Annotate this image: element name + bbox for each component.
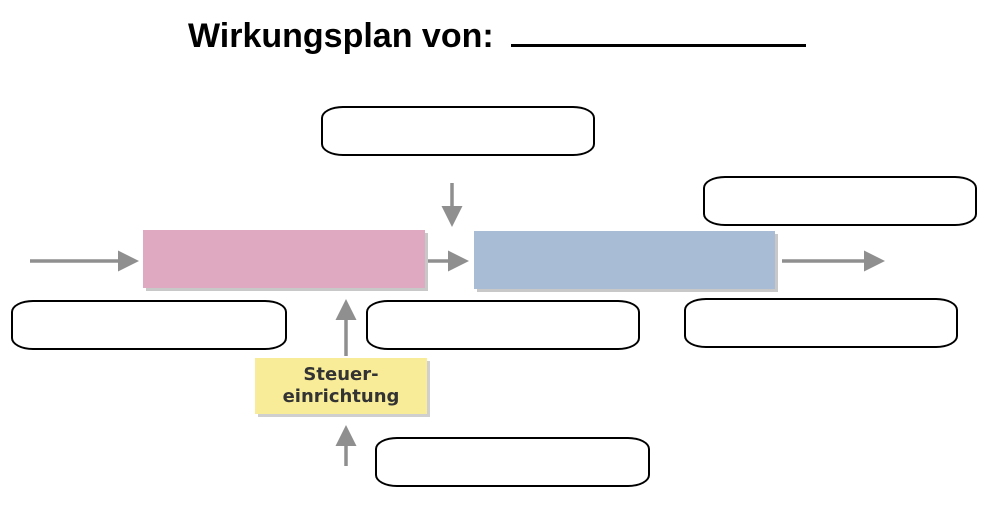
answer-box-middle[interactable] <box>366 300 640 350</box>
page-title: Wirkungsplan von: <box>188 14 807 56</box>
control-unit-block: Steuer- einrichtung <box>255 358 427 414</box>
process-block <box>474 231 775 289</box>
answer-box-left[interactable] <box>11 300 287 350</box>
control-unit-label-line2: einrichtung <box>282 386 400 407</box>
answer-box-top-center[interactable] <box>321 106 595 156</box>
title-text: Wirkungsplan von: <box>188 17 494 55</box>
answer-box-top-right[interactable] <box>703 176 977 226</box>
answer-box-right[interactable] <box>684 298 958 348</box>
controlled-system-block <box>143 230 425 288</box>
answer-box-bottom[interactable] <box>375 437 650 487</box>
title-blank-line[interactable] <box>511 14 807 47</box>
control-unit-label-line1: Steuer- <box>303 364 379 385</box>
